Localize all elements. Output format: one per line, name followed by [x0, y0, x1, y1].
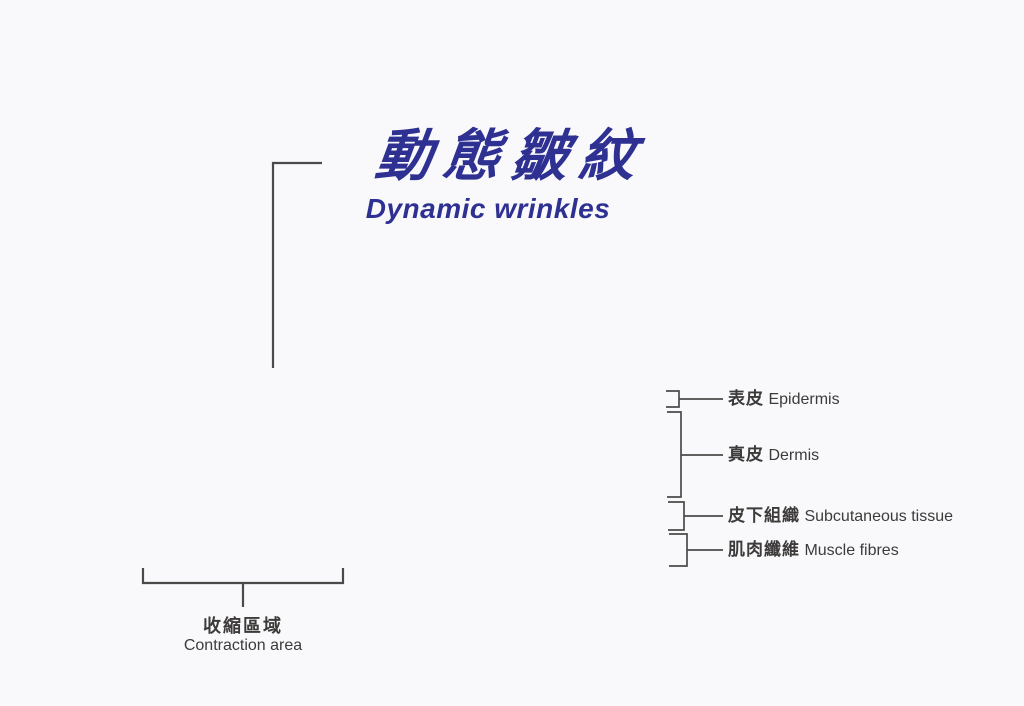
bracket-contraction-area: [141, 568, 345, 607]
label-contraction-en: Contraction area: [183, 637, 303, 654]
title-english: Dynamic wrinkles: [365, 193, 611, 224]
label-muscle-en: Muscle fibres: [804, 542, 899, 559]
label-muscle-zh: 肌肉纖維: [728, 540, 800, 559]
bracket-subcutaneous: [668, 501, 723, 531]
label-contraction-zh: 收縮區域: [203, 616, 283, 636]
label-dermis-en: Dermis: [768, 447, 820, 464]
title-chinese: 動態皺紋: [372, 124, 652, 187]
label-muscle: 肌肉纖維 Muscle fibres: [728, 540, 899, 560]
bracket-epidermis: [666, 390, 723, 408]
label-epidermis: 表皮 Epidermis: [728, 389, 840, 409]
label-epidermis-zh: 表皮: [728, 389, 764, 408]
label-epidermis-en: Epidermis: [768, 391, 840, 408]
bracket-dermis: [667, 411, 723, 498]
label-subcutaneous-en: Subcutaneous tissue: [804, 508, 953, 525]
label-dermis: 真皮 Dermis: [728, 445, 819, 465]
label-subcutaneous: 皮下組織 Subcutaneous tissue: [728, 506, 953, 526]
label-subcutaneous-zh: 皮下組織: [728, 506, 800, 525]
bracket-muscle: [669, 533, 723, 567]
label-dermis-zh: 真皮: [728, 445, 764, 464]
title-leader-line: [271, 161, 322, 368]
